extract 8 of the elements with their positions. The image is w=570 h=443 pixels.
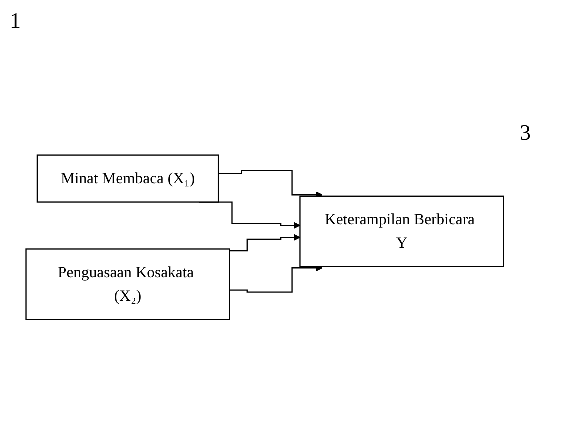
arrow (230, 264, 324, 293)
arrow (230, 234, 301, 252)
arrow (218, 170, 324, 199)
node-box: Keterampilan Berbicara Y (300, 196, 504, 268)
number-label: 3 (520, 120, 531, 146)
number-label: 1 (10, 8, 21, 34)
node-box: Penguasaan Kosakata (X₂) (26, 248, 230, 320)
node-box: Minat Membaca (X₁) (36, 154, 220, 203)
